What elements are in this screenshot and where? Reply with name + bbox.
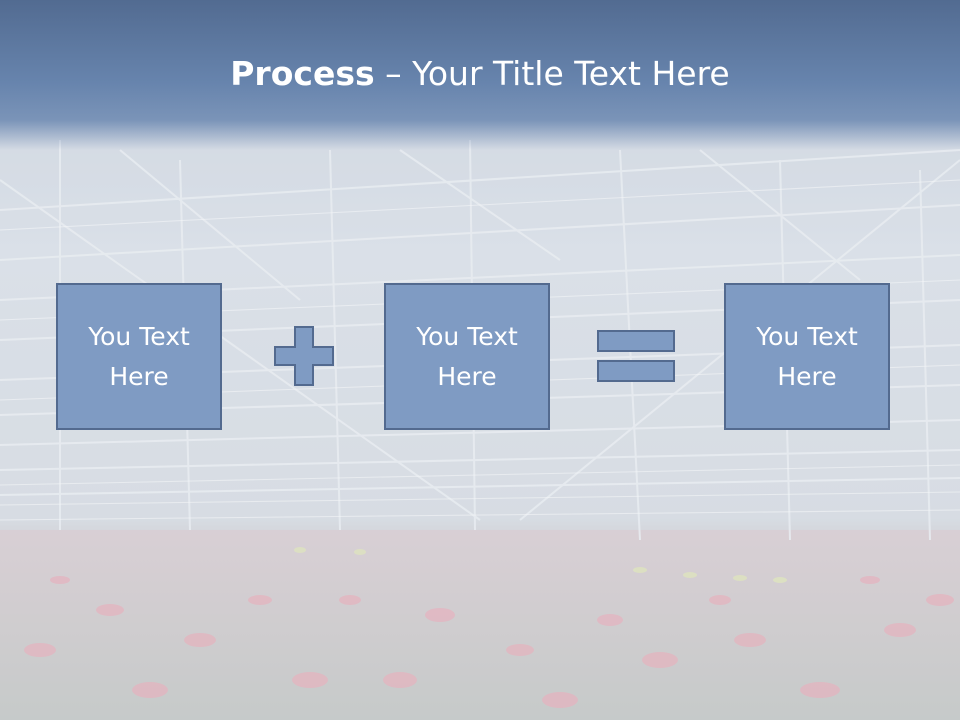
equals-icon: [597, 330, 675, 382]
title-band: [0, 0, 960, 150]
title-rest-part: – Your Title Text Here: [374, 54, 730, 93]
title-bold-part: Process: [230, 54, 375, 93]
process-box-3-text: You Text Here: [756, 321, 858, 391]
process-box-2-text: You Text Here: [416, 321, 518, 391]
process-box-1-text: You Text Here: [88, 321, 190, 391]
process-box-3[interactable]: You Text Here: [724, 283, 890, 430]
process-box-2[interactable]: You Text Here: [384, 283, 550, 430]
slide-title: Process – Your Title Text Here: [0, 52, 960, 96]
process-box-1[interactable]: You Text Here: [56, 283, 222, 430]
plus-icon: [274, 326, 334, 386]
